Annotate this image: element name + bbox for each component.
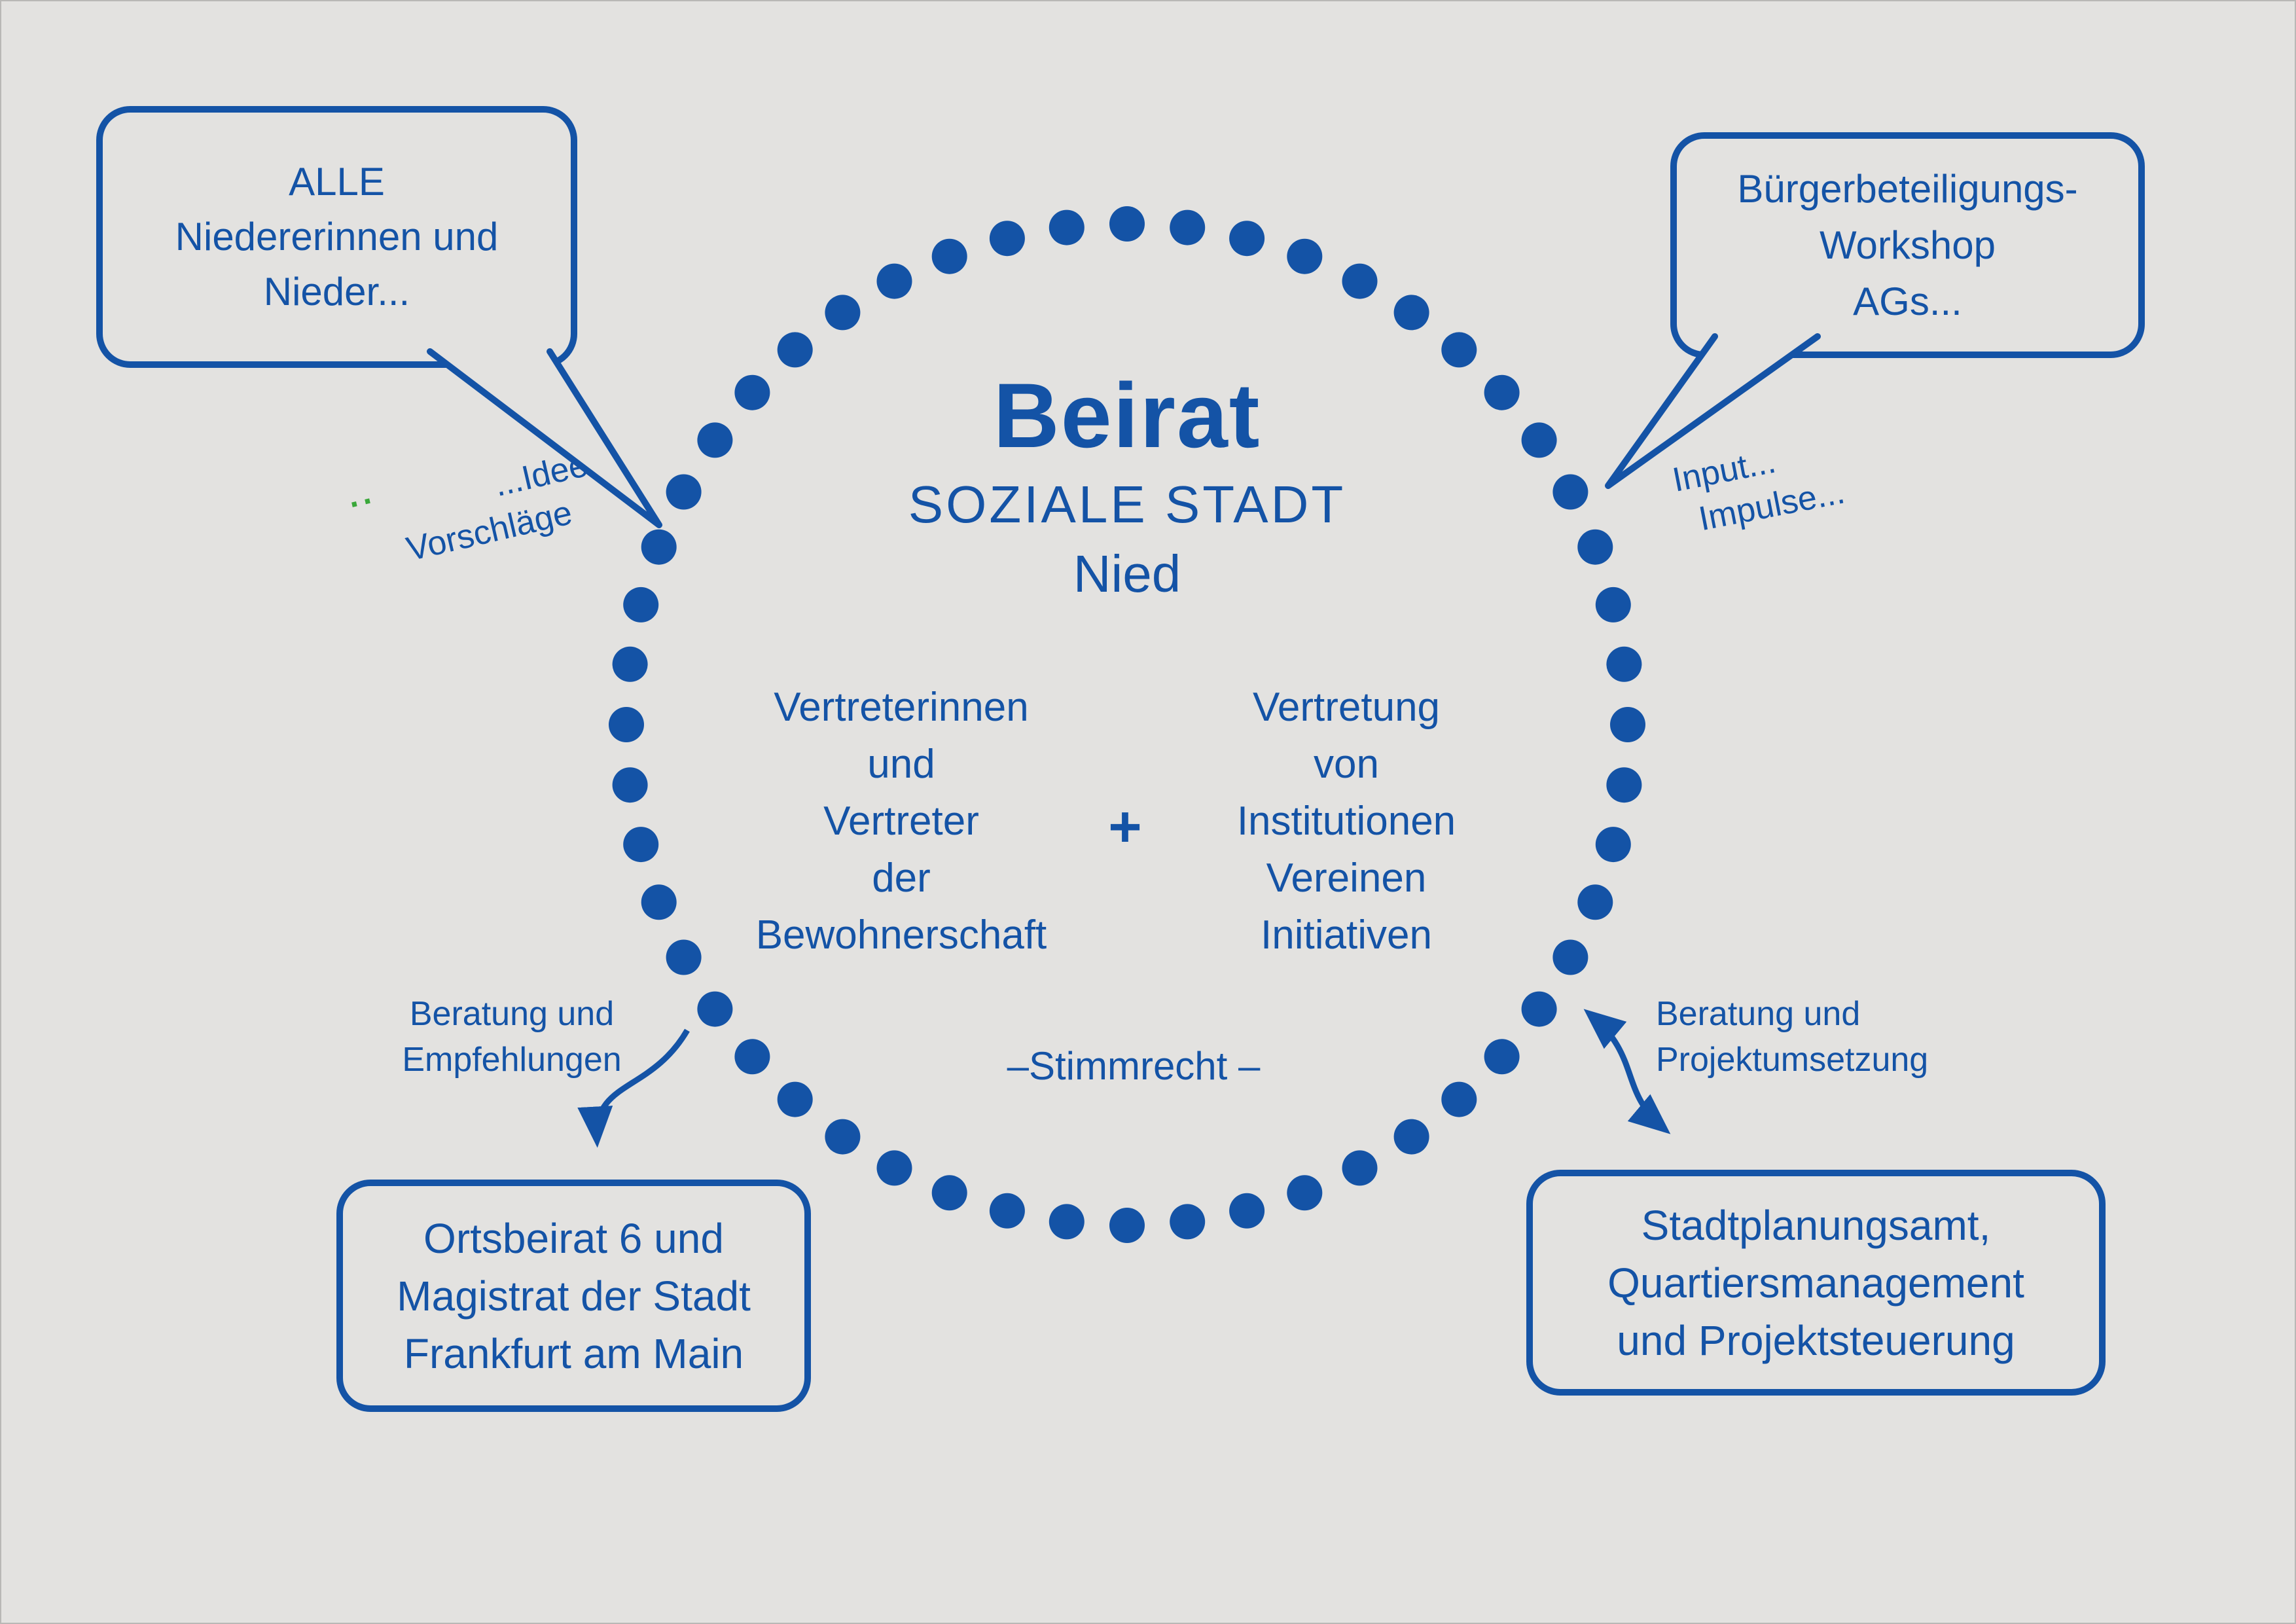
green-dots-mark: ··	[346, 481, 381, 523]
box-stadtplanungsamt-line: Stadtplanungsamt,	[1641, 1201, 1991, 1249]
circle-dot	[1287, 1175, 1323, 1211]
members-residents-line: der	[872, 856, 931, 901]
circle-dot	[931, 238, 967, 274]
circle-dot	[1109, 1208, 1145, 1243]
circle-dot	[1552, 939, 1588, 975]
box-ortsbeirat-line: Ortsbeirat 6 und	[423, 1214, 724, 1262]
speech-bubble-workshops: Bürgerbeteiligungs- Workshop AGs...	[1670, 132, 2145, 358]
annotation-advice-implementation-line: Projektumsetzung	[1656, 1041, 1929, 1079]
circle-title-block: Beirat SOZIALE STADT Nied	[767, 361, 1487, 608]
circle-dot	[825, 295, 861, 331]
members-institutions-line: Institutionen	[1236, 799, 1456, 844]
circle-dot	[609, 707, 644, 742]
circle-dot	[1521, 422, 1557, 458]
members-institutions-line: von	[1314, 742, 1379, 787]
circle-dot	[1595, 827, 1631, 863]
circle-dot	[1049, 1204, 1085, 1240]
circle-dot	[623, 827, 659, 863]
members-institutions-column: Vertretung von Institutionen Vereinen In…	[1137, 679, 1556, 964]
circle-dot	[623, 586, 659, 623]
circle-dot	[1229, 221, 1265, 257]
circle-dot	[1109, 206, 1145, 242]
circle-dot	[989, 221, 1025, 257]
circle-dot	[612, 646, 648, 682]
members-institutions-line: Vertretung	[1252, 685, 1441, 730]
circle-dot	[1049, 209, 1085, 245]
circle-dot	[734, 1039, 770, 1075]
circle-dot	[989, 1193, 1025, 1229]
annotation-advice-recommendations-line: Empfehlungen	[402, 1041, 622, 1079]
members-institutions-line: Vereinen	[1266, 856, 1427, 901]
box-ortsbeirat-line: Magistrat der Stadt	[397, 1272, 751, 1320]
speech-bubble-residents-line: ALLE	[289, 160, 385, 204]
circle-dot	[697, 991, 733, 1027]
circle-dot	[697, 422, 733, 458]
page-subtitle: SOZIALE STADT	[908, 475, 1346, 533]
annotation-advice-implementation-line: Beratung und	[1656, 995, 1861, 1033]
double-arrow-stadtplanungsamt	[1583, 1009, 1671, 1134]
circle-dot	[1342, 263, 1378, 299]
members-residents-line: Bewohnerschaft	[755, 912, 1047, 958]
circle-dot	[1441, 1081, 1477, 1117]
box-stadtplanungsamt-line: Quartiersmanagement	[1607, 1259, 2024, 1307]
members-residents-line: Vertreter	[823, 799, 979, 844]
circle-dot	[734, 374, 770, 410]
circle-dot	[641, 529, 677, 565]
circle-dot	[1229, 1193, 1265, 1229]
annotation-input: Input... Impulse...	[1669, 412, 1929, 544]
circle-dot	[1606, 767, 1642, 803]
page-subtitle-district: Nied	[1073, 545, 1181, 603]
circle-dot	[1552, 474, 1588, 510]
circle-dot	[1393, 1119, 1429, 1155]
members-residents-line: und	[867, 742, 935, 787]
speech-bubble-workshops-line: AGs...	[1853, 279, 1962, 323]
circle-dot	[1484, 374, 1520, 410]
circle-dot	[876, 263, 912, 299]
annotation-advice-recommendations-line: Beratung und	[409, 995, 615, 1033]
circle-dot	[1577, 529, 1613, 565]
circle-dot	[1521, 991, 1557, 1027]
box-ortsbeirat-line: Frankfurt am Main	[403, 1329, 744, 1377]
circle-dot	[1287, 238, 1323, 274]
circle-dot	[1577, 884, 1613, 920]
circle-dot	[876, 1150, 912, 1186]
annotation-advice-recommendations: Beratung und Empfehlungen	[394, 991, 630, 1083]
speech-bubble-residents-line: Nieder...	[263, 270, 410, 314]
voting-rights-note: –Stimmrecht –	[1007, 1044, 1261, 1088]
circle-dot	[612, 767, 648, 803]
annotation-ideas: ...Ideen Vorschläge	[393, 437, 629, 571]
circle-dot	[931, 1175, 967, 1211]
circle-dot	[641, 884, 677, 920]
box-stadtplanungsamt-line: und Projektsteuerung	[1617, 1316, 2015, 1364]
members-residents-column: Vertreterinnen und Vertreter der Bewohne…	[692, 679, 1111, 964]
speech-bubble-residents: ALLE Niedererinnen und Nieder...	[96, 106, 577, 368]
circle-dot	[1484, 1039, 1520, 1075]
circle-dot	[777, 1081, 813, 1117]
circle-dot	[1610, 707, 1645, 742]
speech-bubble-workshops-line: Bürgerbeteiligungs-	[1737, 166, 2078, 211]
members-residents-line: Vertreterinnen	[774, 685, 1029, 730]
circle-dot	[1606, 646, 1642, 682]
speech-bubble-residents-line: Niedererinnen und	[175, 215, 499, 259]
plus-sign: +	[1108, 794, 1142, 859]
circle-dot	[1393, 295, 1429, 331]
circle-dot	[666, 474, 702, 510]
circle-dot	[1170, 209, 1206, 245]
annotation-advice-implementation: Beratung und Projektumsetzung	[1656, 991, 1983, 1083]
members-institutions-line: Initiativen	[1261, 912, 1432, 958]
circle-dot	[1595, 586, 1631, 623]
circle-dot	[1342, 1150, 1378, 1186]
box-stadtplanungsamt: Stadtplanungsamt, Quartiersmanagement un…	[1526, 1170, 2106, 1396]
box-ortsbeirat: Ortsbeirat 6 und Magistrat der Stadt Fra…	[336, 1180, 811, 1412]
speech-bubble-workshops-line: Workshop	[1819, 223, 1996, 267]
circle-dot	[825, 1119, 861, 1155]
circle-dot	[1170, 1204, 1206, 1240]
page-title: Beirat	[993, 364, 1261, 467]
